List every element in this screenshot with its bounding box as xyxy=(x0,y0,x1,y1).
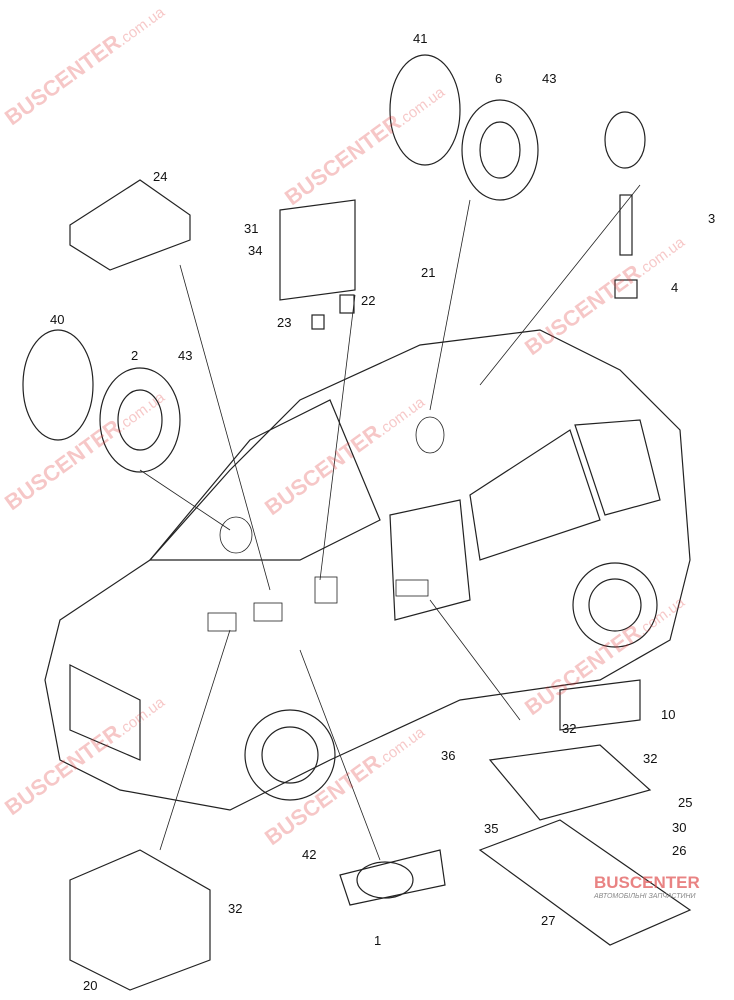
callout-25: 25 xyxy=(678,795,693,810)
callout-24: 24 xyxy=(153,169,168,184)
callout-32: 32 xyxy=(228,901,243,916)
logo-subtitle: АВТОМОБІЛЬНІ ЗАПЧАСТИНИ xyxy=(594,892,696,900)
callout-34: 34 xyxy=(248,243,263,258)
callout-10: 10 xyxy=(661,707,676,722)
cap-23 xyxy=(311,314,325,330)
plug-22 xyxy=(339,294,355,314)
callout-27: 27 xyxy=(541,913,556,928)
car-grille xyxy=(69,664,141,761)
callout-43: 43 xyxy=(542,71,557,86)
callout-35: 35 xyxy=(484,821,499,836)
buscenter-logo: BUSCENTER АВТОМОБІЛЬНІ ЗАПЧАСТИНИ xyxy=(594,873,700,900)
callout-43: 43 xyxy=(178,348,193,363)
callout-4: 4 xyxy=(671,280,679,295)
callout-22: 22 xyxy=(361,293,376,308)
car-rear-wheel xyxy=(572,562,658,648)
callout-1: 1 xyxy=(374,933,382,948)
leader-lines xyxy=(139,184,641,861)
callout-41: 41 xyxy=(413,31,428,46)
car-side-windows xyxy=(389,419,661,621)
cable-3 xyxy=(619,194,633,256)
car-windshield xyxy=(148,399,381,561)
speaker-1 xyxy=(339,849,446,906)
car-front-wheel xyxy=(244,709,336,801)
callout-32: 32 xyxy=(643,751,658,766)
callout-42: 42 xyxy=(302,847,317,862)
callout-20: 20 xyxy=(83,978,98,993)
car-outline xyxy=(44,329,691,811)
speaker-ring-40 xyxy=(22,329,94,441)
callout-40: 40 xyxy=(50,312,65,327)
callout-2: 2 xyxy=(131,348,139,363)
plate-27 xyxy=(478,819,692,946)
speaker-2 xyxy=(99,367,181,473)
tweeter-3 xyxy=(604,111,646,169)
amplifier-21 xyxy=(279,199,356,301)
callout-3: 3 xyxy=(708,211,716,226)
speaker-ring-41 xyxy=(389,54,461,166)
callout-30: 30 xyxy=(672,820,687,835)
connector-4 xyxy=(614,279,638,299)
amplifier-20 xyxy=(69,849,211,991)
callout-23: 23 xyxy=(277,315,292,330)
callout-31: 31 xyxy=(244,221,259,236)
bracket-24 xyxy=(69,179,191,271)
control-unit-10 xyxy=(559,679,641,731)
speaker-6 xyxy=(461,99,539,201)
callout-6: 6 xyxy=(495,71,503,86)
callout-21: 21 xyxy=(421,265,436,280)
callout-36: 36 xyxy=(441,748,456,763)
logo-title: BUSCENTER xyxy=(594,873,700,892)
callout-32: 32 xyxy=(562,721,577,736)
plate-25 xyxy=(488,744,652,821)
callout-26: 26 xyxy=(672,843,687,858)
